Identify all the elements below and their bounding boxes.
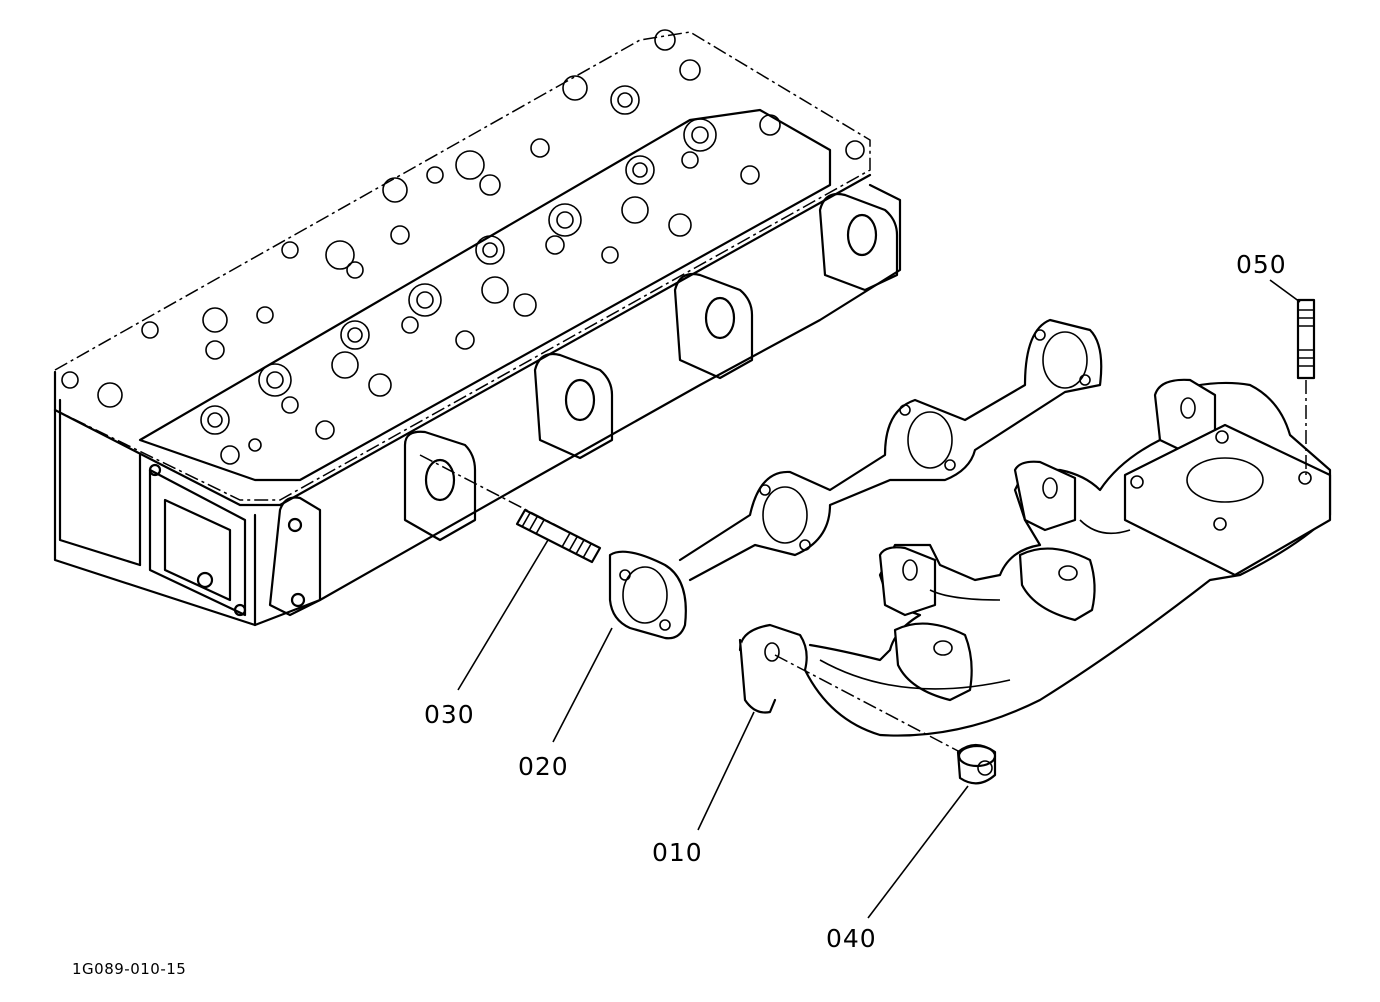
callout-040: 040 xyxy=(826,924,877,953)
callout-leaders xyxy=(457,279,1301,919)
stud-bolt-030 xyxy=(419,454,602,564)
manifold-gasket-020 xyxy=(608,318,1103,640)
exhaust-manifold-010 xyxy=(738,378,1332,737)
figure-code: 1G089-010-15 xyxy=(72,960,187,978)
callout-020: 020 xyxy=(518,752,569,781)
cylinder-head xyxy=(53,29,902,627)
stud-bolt-050 xyxy=(1296,298,1316,475)
callout-030: 030 xyxy=(424,700,475,729)
callout-050: 050 xyxy=(1236,250,1287,279)
callout-010: 010 xyxy=(652,838,703,867)
flange-nut-040 xyxy=(774,654,997,785)
